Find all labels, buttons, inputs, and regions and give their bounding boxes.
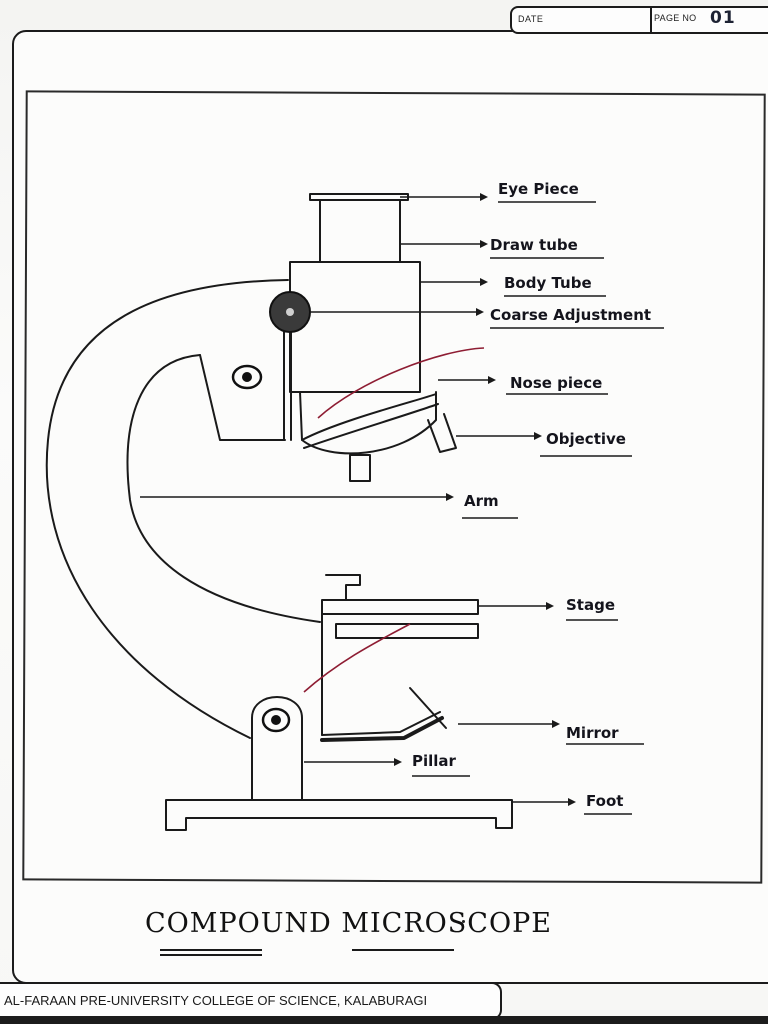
title-period — [462, 920, 465, 923]
arrowhead-arm — [446, 493, 454, 501]
objective-lens-b — [427, 413, 457, 453]
foot-outline — [165, 799, 513, 831]
arrowhead-pillar — [394, 758, 402, 766]
label-arm: Arm — [464, 492, 499, 510]
red-ink-stroke-upper — [317, 347, 485, 419]
page-number-label: PAGE NO — [654, 13, 697, 23]
label-stage: Stage — [566, 596, 615, 614]
diagram-title: COMPOUND MICROSCOPE — [145, 908, 552, 939]
label-nose-piece: Nose piece — [510, 374, 602, 392]
label-draw-tube: Draw tube — [490, 236, 578, 254]
red-ink-stroke-lower — [303, 623, 411, 693]
arrowhead-coarse-adjustment — [476, 308, 484, 316]
pillar-joint-center — [271, 715, 281, 725]
label-foot: Foot — [586, 792, 623, 810]
arm-screw-center — [242, 372, 252, 382]
arrowhead-stage — [546, 602, 554, 610]
label-body-tube: Body Tube — [504, 274, 592, 292]
college-name: AL-FARAAN PRE-UNIVERSITY COLLEGE OF SCIE… — [4, 993, 428, 1008]
mirror-bar — [320, 716, 444, 742]
arrowhead-mirror — [552, 720, 560, 728]
bottom-edge — [0, 1016, 768, 1024]
label-objective: Objective — [546, 430, 626, 448]
nose-piece-rim — [303, 403, 439, 449]
page-header: DATE PAGE NO 01 — [510, 6, 768, 34]
mirror-handle — [409, 687, 447, 729]
label-mirror: Mirror — [566, 724, 619, 742]
objective-lens-a — [349, 454, 371, 482]
arm-outline — [45, 279, 289, 739]
stage-upper-plate — [321, 599, 479, 615]
stage-lower-plate — [335, 623, 479, 639]
date-label: DATE — [518, 14, 544, 24]
arm-screw — [231, 364, 263, 390]
arrowhead-eye-piece — [480, 193, 488, 201]
stage-clip-top — [325, 574, 361, 601]
mirror-arm — [321, 711, 441, 736]
arrowhead-foot — [568, 798, 576, 806]
label-pillar: Pillar — [412, 752, 457, 770]
nose-piece-outline — [299, 391, 437, 455]
header-divider — [650, 8, 652, 32]
arrowhead-objective — [534, 432, 542, 440]
arrowhead-draw-tube — [480, 240, 488, 248]
nose-piece-dish — [301, 393, 437, 441]
arm-head-outline — [199, 354, 286, 441]
arrowhead-nose-piece — [488, 376, 496, 384]
arrowhead-body-tube — [480, 278, 488, 286]
pillar-outline — [251, 696, 303, 801]
knob-center — [286, 308, 294, 316]
label-eye-piece: Eye Piece — [498, 180, 579, 198]
page-number-value: 01 — [710, 8, 736, 28]
arm-inner-outline — [126, 354, 321, 623]
college-footer: AL-FARAAN PRE-UNIVERSITY COLLEGE OF SCIE… — [0, 982, 502, 1020]
paper-sheet — [12, 30, 768, 984]
pillar-joint — [261, 707, 291, 733]
label-coarse-adjustment: Coarse Adjustment — [490, 306, 651, 324]
